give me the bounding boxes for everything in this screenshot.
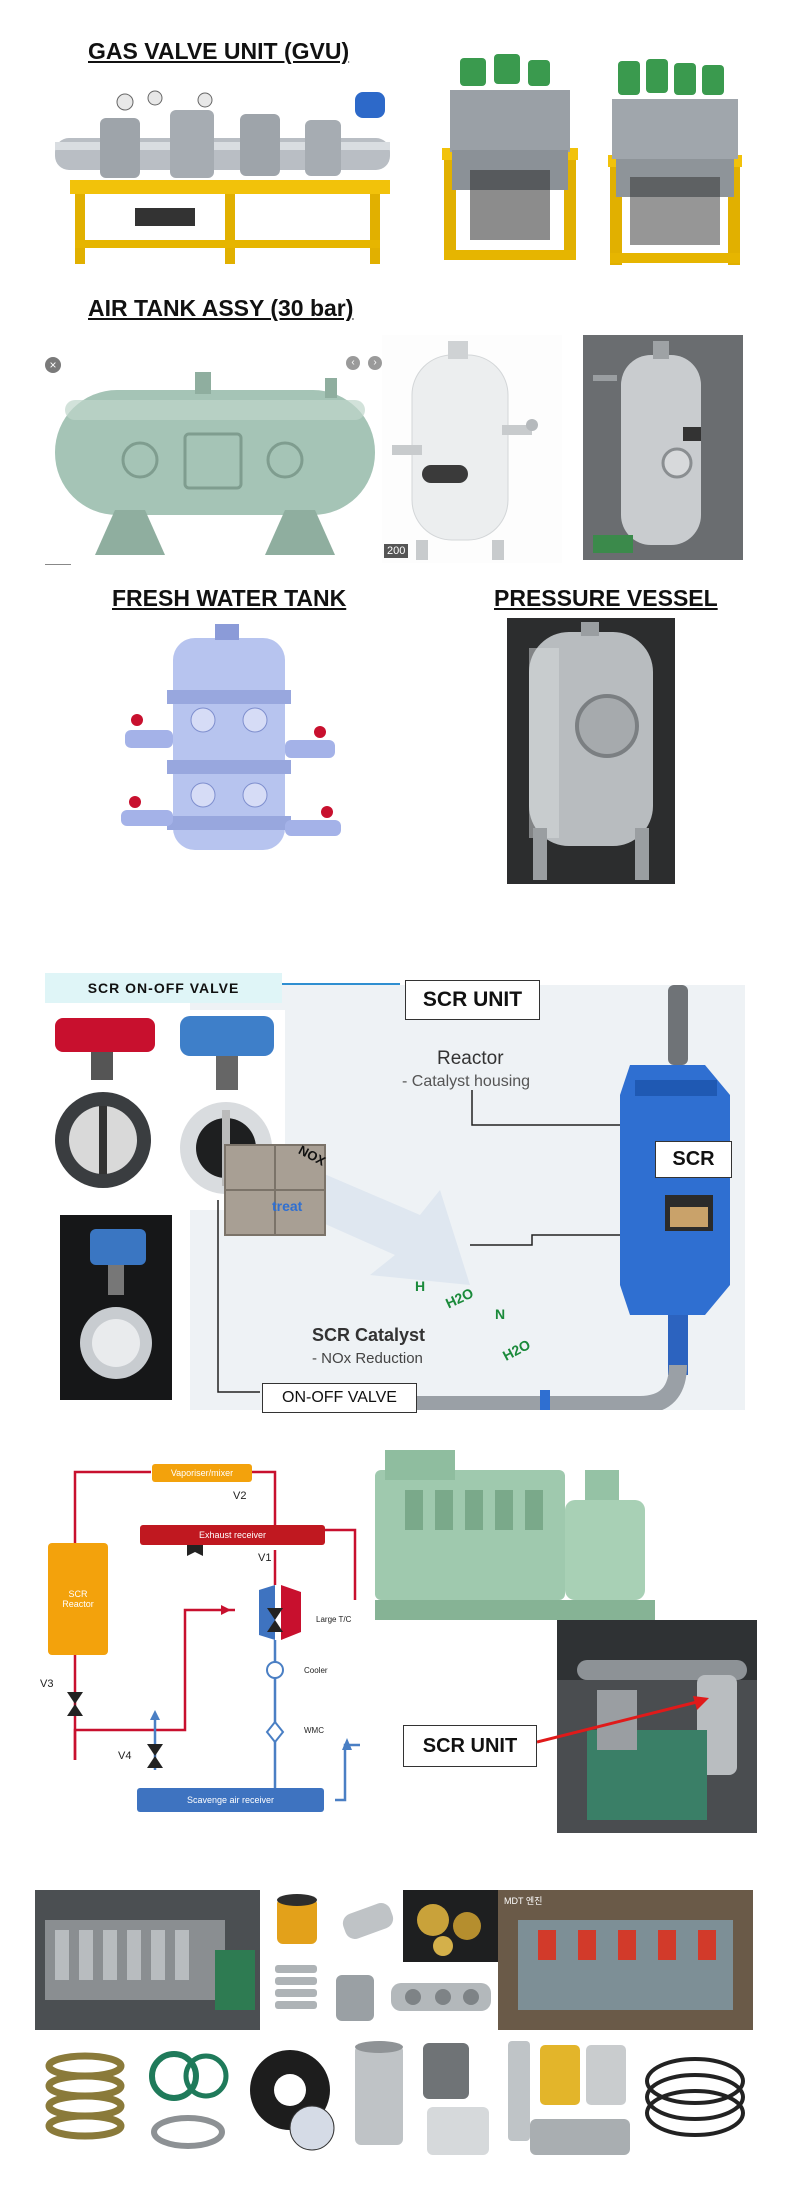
mesh-filter-photo <box>345 2035 413 2160</box>
flex-hose-photo <box>333 1890 403 1952</box>
scr-reactor-label-1: SCR <box>68 1589 88 1599</box>
piston-rings-photo <box>638 2035 753 2160</box>
engine-generator-photo <box>365 1430 665 1630</box>
scr-reactor-box: SCR Reactor <box>48 1543 108 1655</box>
close-icon[interactable]: × <box>45 357 61 373</box>
metal-parts-photo <box>330 1965 380 2030</box>
air-tank-title: AIR TANK ASSY (30 bar) <box>88 295 354 321</box>
arrow-text-fragment: treat <box>272 1198 303 1214</box>
exhaust-receiver-box: Exhaust receiver <box>140 1525 325 1545</box>
bellows-photo <box>265 1955 327 2027</box>
gvu-skid-photo <box>55 80 408 265</box>
scavenge-air-receiver-box: Scavenge air receiver <box>137 1788 324 1812</box>
vaporiser-mixer-box: Vaporiser/mixer <box>152 1464 252 1482</box>
valve-label-v2: V2 <box>233 1490 247 1502</box>
vertical-air-receiver-photo: 200 <box>382 335 562 563</box>
reactor-title: Reactor <box>437 1048 504 1069</box>
exhaust-manifold-photo <box>383 1965 498 2030</box>
chevron-left-icon[interactable]: ‹ <box>346 356 360 370</box>
scr-top-line <box>280 983 400 985</box>
gvu-cabinet-photo-1 <box>430 50 590 265</box>
reactor-scr-tag: SCR <box>655 1141 732 1178</box>
catalyst-title: SCR Catalyst <box>312 1325 426 1345</box>
valve-label-v3: V3 <box>40 1678 54 1690</box>
butterfly-valve-photo-3 <box>60 1215 172 1400</box>
parts-engine-photo <box>35 1890 260 2030</box>
butterfly-valve-photo-1 <box>45 1010 167 1205</box>
molecule-h: H <box>415 1278 426 1294</box>
turbocharger-label: Large T/C <box>316 1615 352 1624</box>
mdt-engine-tag: MDT 엔진 <box>504 1896 543 1906</box>
valve-label-v4: V4 <box>118 1750 132 1762</box>
reactor-subtitle: - Catalyst housing <box>402 1073 531 1090</box>
gear-parts-photo <box>403 1890 498 1962</box>
pressure-vessel-photo <box>507 618 675 884</box>
flange-gasket-photo <box>242 2038 342 2160</box>
scr-piping-schematic <box>67 1470 360 1802</box>
engine-room-scr-photo <box>557 1620 757 1833</box>
catalyst-subtitle: - NOx Reduction <box>312 1350 423 1367</box>
valve-label-v1: V1 <box>258 1552 272 1564</box>
chevron-right-icon[interactable]: › <box>368 356 382 370</box>
air-receiver-room-photo <box>583 335 743 560</box>
scr-reactor-label-2: Reactor <box>62 1599 94 1609</box>
image-number-overlay: 200 <box>384 544 409 558</box>
fresh-water-tank-photo <box>115 620 355 882</box>
red-pointer-arrow <box>537 1696 709 1744</box>
fresh-water-title: FRESH WATER TANK <box>112 585 347 611</box>
spring-photo <box>35 2040 135 2160</box>
engine-scr-unit-label: SCR UNIT <box>403 1725 537 1767</box>
scr-unit-label: SCR UNIT <box>405 980 540 1020</box>
on-off-valve-label: ON-OFF VALVE <box>262 1383 417 1413</box>
molecule-n: N <box>495 1306 506 1322</box>
horizontal-air-tank-photo <box>55 360 375 565</box>
filter-cartridge-photo <box>265 1890 330 1952</box>
pleated-filter-photo <box>413 2035 500 2160</box>
cartridge-filters-photo <box>500 2035 635 2160</box>
mdt-engine-photo: MDT 엔진 <box>498 1890 753 2030</box>
gvu-title: GAS VALVE UNIT (GVU) <box>88 38 350 64</box>
gvu-cabinet-photo-2 <box>600 55 750 267</box>
o-ring-gasket-photo <box>138 2040 240 2158</box>
wmc-label: WMC <box>304 1726 324 1735</box>
tank-divider-line <box>45 564 71 565</box>
pressure-vessel-title: PRESSURE VESSEL <box>494 585 718 611</box>
scr-valve-banner: SCR ON-OFF VALVE <box>45 973 282 1003</box>
cooler-label: Cooler <box>304 1666 328 1675</box>
